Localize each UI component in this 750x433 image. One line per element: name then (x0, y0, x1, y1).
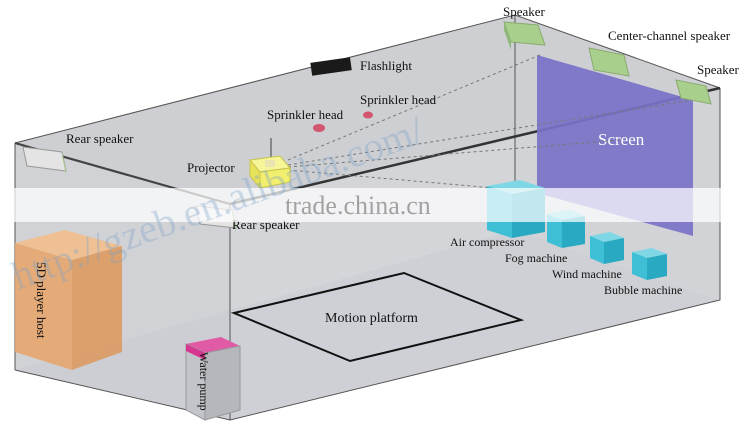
watermark-center: trade.china.cn (285, 191, 431, 220)
bubble-machine (632, 248, 667, 280)
center-channel-speaker (588, 47, 630, 77)
speaker-top (503, 21, 546, 50)
projector (249, 138, 291, 190)
wind-machine-label: Wind machine (552, 267, 622, 281)
projector-label: Projector (187, 160, 235, 175)
flashlight-bar (310, 57, 352, 76)
flashlight-label: Flashlight (360, 58, 412, 73)
water-pump (185, 337, 241, 421)
player-host-cabinet (15, 230, 122, 370)
sprinkler-head-1-label: Sprinkler head (267, 107, 344, 122)
center-channel-speaker-label: Center-channel speaker (608, 28, 731, 43)
wind-machine (590, 232, 624, 264)
air-compressor-label: Air compressor (450, 235, 524, 249)
fog-machine-label: Fog machine (505, 251, 567, 265)
sprinkler-head-2-icon (363, 111, 373, 119)
motion-platform-label: Motion platform (325, 311, 418, 326)
speaker-right-label: Speaker (697, 62, 740, 77)
player-host-label: 5D player host (34, 262, 49, 339)
watermark-band (0, 188, 750, 222)
speaker-top-label: Speaker (503, 4, 546, 19)
motion-platform (230, 271, 525, 363)
speaker-right (675, 79, 712, 105)
rear-speaker-left-label: Rear speaker (66, 131, 134, 146)
water-pump-label: Water pump (197, 352, 211, 411)
rear-speaker-left (22, 146, 67, 175)
sprinkler-head-1-icon (313, 124, 325, 132)
bubble-machine-label: Bubble machine (604, 283, 682, 297)
sprinkler-head-2-label: Sprinkler head (360, 92, 437, 107)
screen-label: Screen (598, 130, 645, 149)
